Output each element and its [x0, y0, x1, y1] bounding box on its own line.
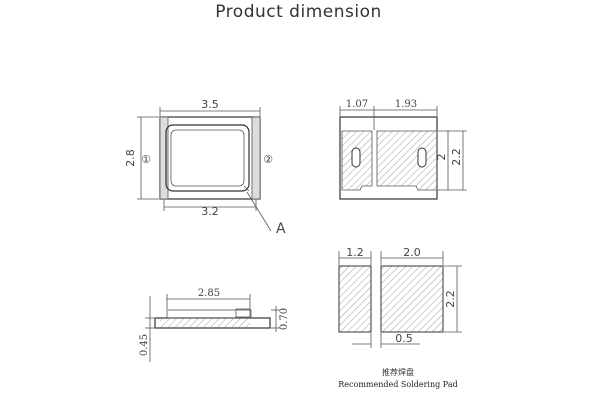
side-base-label: 0.45	[139, 334, 150, 356]
solder-pad-caption-cn: 推荐焊盘	[382, 367, 414, 377]
pad-height-label: 2.2	[444, 290, 457, 308]
polarity-mark	[243, 185, 250, 192]
top-view-right-terminal	[251, 116, 261, 200]
solder-pad-right	[380, 265, 444, 333]
top-view-lens	[165, 124, 250, 192]
top-inner-width-label: 3.2	[201, 205, 219, 218]
solder-pad-caption-en: Recommended Soldering Pad	[338, 380, 457, 389]
solder-pad-left	[338, 265, 372, 333]
bottom-pad-right-label: 1.93	[395, 99, 417, 110]
bottom-pad-right	[376, 130, 438, 191]
top-view-lens-inner	[170, 129, 245, 187]
callout-label: A	[276, 221, 286, 237]
side-view-lens	[166, 309, 252, 319]
side-view-lens-step	[235, 308, 251, 318]
side-height-label: 0.70	[279, 308, 290, 330]
top-view: 3.5 2.8 3.2 ① ② A	[124, 98, 286, 237]
side-width-label: 2.85	[198, 288, 220, 299]
bottom-pad-left-label: 1.07	[346, 99, 368, 110]
bottom-slot-left	[351, 147, 361, 168]
pad-right-width-label: 2.0	[403, 246, 421, 259]
bottom-slot-right	[417, 147, 427, 168]
top-view-left-terminal	[159, 116, 169, 200]
top-width-label: 3.5	[201, 98, 219, 111]
pin2-label: ②	[263, 153, 273, 166]
top-height-label: 2.8	[124, 149, 137, 167]
pad-left-width-label: 1.2	[346, 246, 364, 259]
pad-gap-label: 0.5	[395, 332, 413, 345]
solder-pad-view: 1.2 2.0 2.2 0.5 推荐焊盘 Recommended Solderi…	[338, 246, 462, 389]
side-view: 2.85 0.70 0.45	[139, 288, 290, 362]
bottom-view: 1.07 1.93 2 2.2	[339, 99, 467, 200]
page-title: Product dimension	[215, 2, 382, 22]
pin1-label: ①	[141, 153, 151, 166]
bottom-outer-height-label: 2.2	[450, 148, 463, 166]
bottom-inner-height-label: 2	[435, 154, 448, 161]
callout-leader	[246, 191, 272, 232]
side-view-base-hatch	[160, 318, 250, 327]
